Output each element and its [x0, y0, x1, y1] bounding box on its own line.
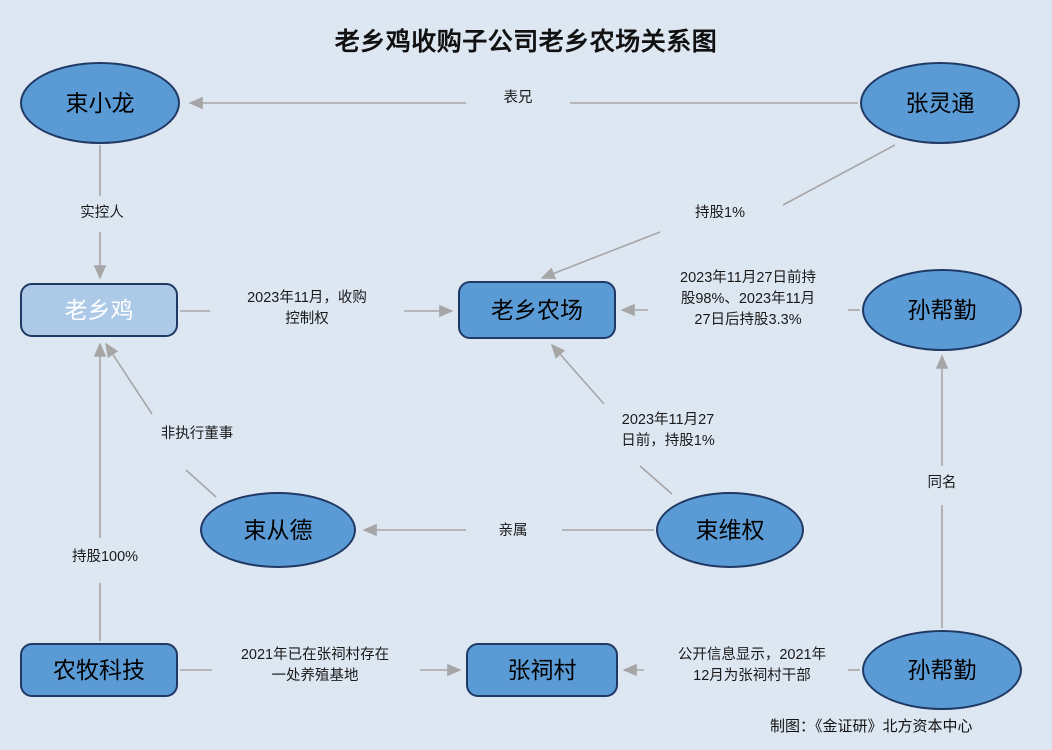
- node-nong-mu-ke-ji[interactable]: 农牧科技: [20, 643, 178, 697]
- node-zhang-ling-tong[interactable]: 张灵通: [860, 62, 1020, 144]
- node-label: 束从德: [243, 516, 313, 543]
- node-label: 老乡农场: [491, 296, 583, 323]
- edge-label-shi-kong-ren: 实控人: [80, 205, 124, 221]
- node-sun-bang-qin-top[interactable]: 孙帮勤: [862, 269, 1022, 351]
- node-lao-xiang-nong-chang[interactable]: 老乡农场: [458, 281, 616, 339]
- edge-label-chi-gu-98: 2023年11月27日前持 股98%、2023年11月 27日后持股3.3%: [680, 270, 816, 329]
- edge-label-biao-xiong: 表兄: [503, 90, 533, 106]
- edge-shu-cong-de-to-lao-xiang-ji: [105, 342, 217, 498]
- node-lao-xiang-ji[interactable]: 老乡鸡: [20, 283, 178, 337]
- node-shu-cong-de[interactable]: 束从德: [200, 492, 356, 568]
- credit-line: 制图：《金证研》北方资本中心: [770, 718, 973, 735]
- node-label: 束小龙: [65, 89, 135, 116]
- node-label: 农牧科技: [53, 656, 145, 683]
- node-label: 张祠村: [507, 656, 577, 683]
- page-title: 老乡鸡收购子公司老乡农场关系图: [334, 28, 718, 56]
- edge-label-zhang-ci-cun-gan-bu: 公开信息显示，2021年 12月为张祠村干部: [677, 647, 827, 685]
- node-label: 束维权: [695, 516, 765, 543]
- node-label: 孙帮勤: [907, 656, 977, 683]
- edge-label-yang-zhi-ji-di: 2021年已在张祠村存在 一处养殖基地: [240, 647, 390, 685]
- edge-label-chi-gu-1-qian: 2023年11月27 日前，持股1%: [621, 412, 715, 450]
- node-label: 老乡鸡: [64, 296, 134, 323]
- edge-label-chi-gu-1: 持股1%: [695, 205, 745, 221]
- edge-label-shou-gou-kong-zhi-quan: 2023年11月，收购 控制权: [247, 290, 367, 328]
- node-sun-bang-qin-bottom[interactable]: 孙帮勤: [862, 630, 1022, 710]
- node-shu-xiao-long[interactable]: 束小龙: [20, 62, 180, 144]
- edge-label-qin-shu: 亲属: [498, 523, 528, 539]
- node-label: 张灵通: [905, 89, 975, 116]
- edge-label-fei-zhi-xing-dong-shi: 非执行董事: [160, 426, 234, 442]
- node-zhang-ci-cun[interactable]: 张祠村: [466, 643, 618, 697]
- edge-label-chi-gu-100: 持股100%: [71, 549, 139, 565]
- node-label: 孙帮勤: [907, 296, 977, 323]
- node-shu-wei-quan[interactable]: 束维权: [656, 492, 804, 568]
- edge-label-tong-ming: 同名: [927, 475, 957, 491]
